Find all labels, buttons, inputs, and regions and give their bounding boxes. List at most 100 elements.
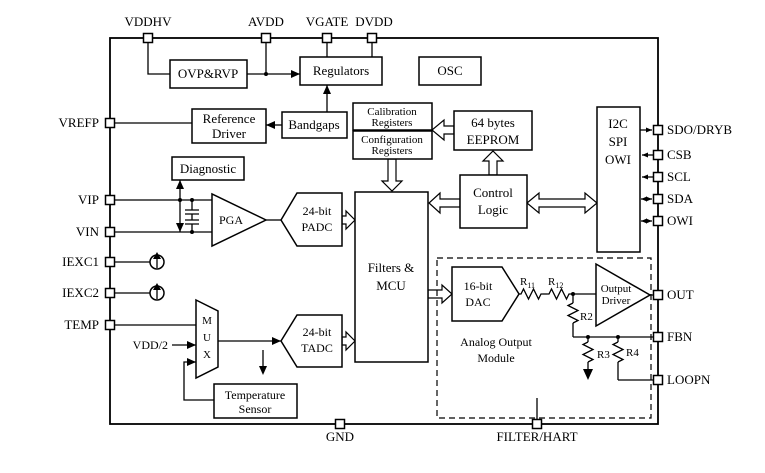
pin-pad [104, 319, 116, 331]
block-regulators: Regulators [299, 56, 383, 86]
pins-left: VREFP VIP VIN IEXC1 IEXC2 TEMP [59, 115, 116, 332]
resistor-r11-icon [519, 287, 543, 301]
r11-subscript: 11 [527, 281, 535, 290]
pin-vgate: VGATE [306, 14, 349, 44]
block-mux: M U X [195, 298, 219, 380]
amplifier-triangle [211, 192, 268, 248]
block-box [213, 383, 298, 419]
vdd2-label: VDD/2 [133, 338, 168, 352]
pin-vddhv: VDDHV [125, 14, 172, 44]
pin-scl: SCL [652, 169, 691, 184]
block-calibration-registers: Calibration Registers [352, 102, 433, 131]
current-source-arrowhead [153, 252, 161, 259]
block-filters-mcu: Filters & MCU [354, 191, 429, 363]
pin-vip: VIP [78, 192, 116, 207]
resistor-r4-icon [611, 341, 625, 363]
block-label-line2: DAC [465, 295, 490, 309]
analog-output-module-box [436, 257, 652, 419]
eeprom-to-registers-bus-arrow [431, 118, 455, 142]
block-dac: 16-bit DAC [451, 266, 520, 322]
pin-dvdd: DVDD [355, 14, 393, 44]
pin-label: SDA [667, 191, 694, 206]
adc-pentagon [280, 192, 343, 247]
pin-label: OWI [667, 213, 693, 228]
pin-label: SDO/DRYB [667, 122, 732, 137]
block-label-line3: X [203, 349, 211, 361]
pin-pad [104, 287, 116, 299]
block-box [453, 110, 533, 151]
pin-label: TEMP [64, 317, 99, 332]
resistor-r2-icon [566, 302, 580, 324]
dac-pentagon [451, 266, 520, 322]
block-label-line1: 24-bit [303, 204, 332, 218]
tadc-reference-arrow-icon [259, 350, 267, 375]
junction-dot [571, 292, 575, 296]
block-label-line2: SPI [609, 134, 628, 149]
registers-to-mcu-bus-arrow [380, 158, 404, 192]
block-box [171, 156, 245, 181]
resistor-r12-icon [547, 287, 571, 301]
block-pga: PGA [211, 192, 268, 248]
block-label-line1: Temperature [225, 388, 285, 402]
block-box [596, 106, 641, 253]
connector-lines [114, 42, 654, 420]
pin-iexc2: IEXC2 [62, 285, 116, 300]
pin-fbn: FBN [652, 329, 693, 344]
pin-csb: CSB [652, 147, 692, 162]
block-interface-i2c-spi-owi: I2C SPI OWI [596, 106, 641, 253]
block-label-line2: Driver [212, 126, 247, 141]
block-label: Regulators [313, 63, 369, 78]
pin-label: SCL [667, 169, 691, 184]
pin-pad [652, 124, 664, 136]
block-label-line2: Registers [372, 117, 413, 129]
block-bandgaps: Bandgaps [281, 111, 348, 139]
mux-trapezoid [195, 298, 219, 380]
controllogic-to-mcu-bus-arrow [428, 191, 461, 215]
block-reference-driver: Reference Driver [191, 108, 267, 144]
pin-label: VGATE [306, 14, 349, 29]
block-label-line1: 16-bit [464, 279, 493, 293]
pin-pad [531, 418, 543, 430]
block-label-line2: Sensor [239, 402, 272, 416]
tempsensor-to-mux-wire [183, 358, 214, 401]
block-label-line1: 24-bit [303, 325, 332, 339]
analog-output-module: Analog Output Module [436, 257, 652, 419]
reference-arrowhead [259, 366, 267, 375]
pin-pad [321, 32, 333, 44]
pin-pad [142, 32, 154, 44]
input-capacitor-icon [185, 200, 199, 232]
pin-label: LOOPN [667, 372, 711, 387]
controllogic-to-eeprom-bus-arrow [481, 150, 505, 176]
pin-pad [652, 331, 664, 343]
resistor-label-r4: R4 [626, 347, 639, 359]
block-label-line1: M [202, 315, 212, 327]
block-box [281, 111, 348, 139]
pin-label: FILTER/HART [496, 429, 577, 444]
current-source-arrowhead [153, 283, 161, 290]
pin-temp: TEMP [64, 317, 116, 332]
ground-arrowhead [583, 369, 593, 380]
pin-pad [652, 289, 664, 301]
pin-pad [652, 215, 664, 227]
block-label-line2: U [203, 332, 211, 344]
block-box [354, 191, 429, 363]
junction-dot [178, 198, 182, 202]
block-label-line1: Control [473, 185, 513, 200]
pin-sdo-dryb: SDO/DRYB [652, 122, 732, 137]
pin-label: DVDD [355, 14, 393, 29]
block-label-line2: Logic [478, 202, 509, 217]
block-label-line1: Filters & [368, 260, 415, 275]
module-label-line2: Module [477, 351, 514, 365]
block-label-line2: TADC [301, 341, 333, 355]
block-temperature-sensor: Temperature Sensor [213, 383, 298, 419]
block-configuration-registers: Configuration Registers [352, 130, 433, 160]
block-label: PGA [219, 213, 243, 227]
pins-right: SDO/DRYB CSB SCL SDA OWI OUT FBN LOOPN [652, 122, 732, 387]
block-box [418, 56, 482, 86]
block-diagnostic: Diagnostic [171, 156, 245, 181]
pin-gnd: GND [326, 418, 354, 444]
pin-pad [260, 32, 272, 44]
bus-arrows [341, 118, 598, 352]
junction-dot [616, 335, 620, 339]
